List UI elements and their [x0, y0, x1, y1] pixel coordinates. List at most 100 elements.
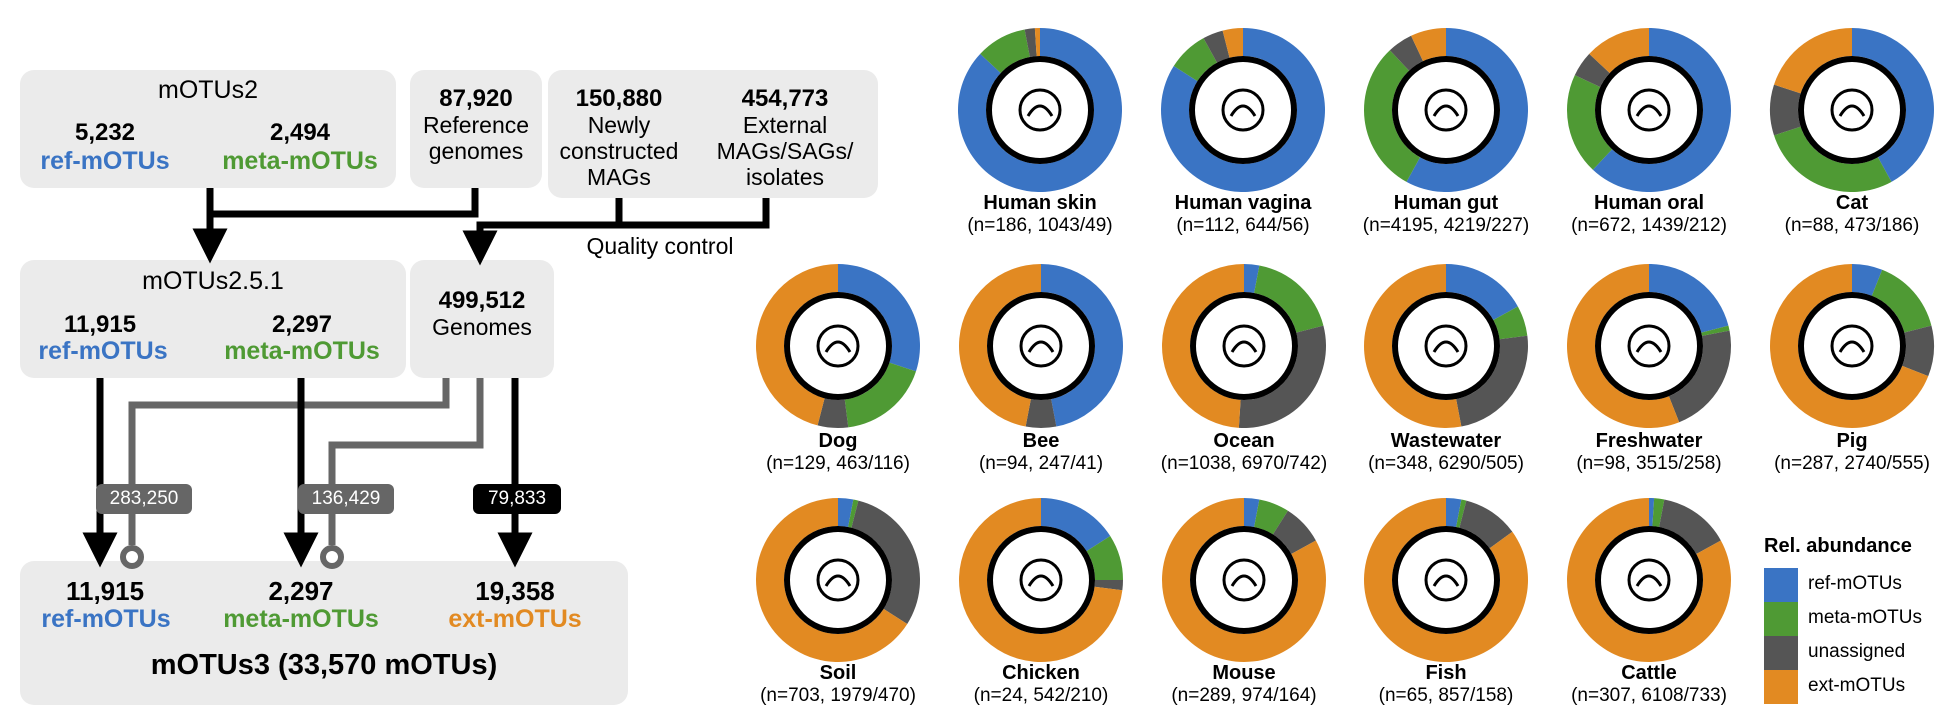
merge-connector [206, 188, 479, 218]
donut-center [1595, 56, 1703, 164]
legend-label-ref: ref-mOTUs [1808, 573, 1902, 594]
donut-slice-unassigned [1770, 84, 1801, 136]
ext-added-pill: 79,833 [473, 484, 561, 514]
chicken-icon [1019, 558, 1063, 602]
motus3-ref-count: 11,915 [65, 576, 145, 606]
donut-slice-ext-mOTUs [959, 264, 1041, 427]
newly-label-1: Newly [587, 112, 651, 138]
donut-human-skin [957, 28, 1122, 192]
newly-label-2: constructed [559, 138, 679, 164]
donut-center [784, 526, 892, 634]
donut-slice-meta-mOTUs [1774, 126, 1892, 193]
skin-icon [1018, 88, 1062, 132]
donut-slice-ext-mOTUs [1411, 28, 1446, 62]
donut-name: Chicken [1002, 662, 1080, 684]
mouse-icon [1222, 558, 1266, 602]
donut-slice-meta-mOTUs [844, 362, 916, 428]
donut-slice-ref-mOTUs [1041, 498, 1111, 552]
donut-human-gut [1364, 28, 1528, 192]
donut-center [1798, 292, 1906, 400]
donut-stats: (n=4195, 4219/227) [1362, 215, 1530, 236]
donut-slice-unassigned [1272, 510, 1316, 554]
boat-icon [1222, 324, 1266, 368]
plant-icon [816, 558, 860, 602]
donut-human-oral [1567, 28, 1731, 192]
donut-name: Cat [1835, 192, 1869, 214]
donut-stats: (n=98, 3515/258) [1576, 453, 1722, 474]
ref-link-end [120, 545, 144, 569]
donut-name: Bee [1022, 430, 1060, 452]
donut-center [1392, 526, 1500, 634]
donut-fish [1364, 498, 1528, 662]
donut-slice-meta-mOTUs [1701, 325, 1730, 336]
donut-slice-unassigned [1902, 325, 1934, 377]
donut-stats: (n=289, 974/164) [1171, 685, 1317, 706]
bee-icon [1019, 324, 1063, 368]
donut-slice-unassigned [1574, 53, 1610, 88]
motus3-meta-count: 2,297 [268, 576, 334, 606]
meta-added-pill: 136,429 [298, 484, 394, 514]
donut-slice-ref-mOTUs [1406, 28, 1528, 192]
donut-stats: (n=88, 473/186) [1784, 215, 1920, 236]
donut-slice-ext-mOTUs [1774, 27, 1852, 94]
donut-name: Human gut [1393, 192, 1499, 214]
reference-genomes-box [410, 70, 542, 188]
donut-slice-ref-mOTUs [1041, 264, 1123, 427]
donut-stats: (n=186, 1043/49) [967, 215, 1113, 236]
genomes-label: Genomes [432, 314, 532, 340]
donut-stats: (n=112, 644/56) [1176, 215, 1310, 236]
donut-stats: (n=24, 542/210) [973, 685, 1109, 706]
donut-slice-meta-mOTUs [1652, 498, 1665, 527]
motus251-box [20, 260, 406, 378]
donut-slice-ext-mOTUs [1770, 264, 1929, 428]
donut-stats: (n=94, 247/41) [978, 453, 1104, 474]
donut-slice-meta-mOTUs [1567, 75, 1613, 170]
motus2-title: mOTUs2 [158, 76, 258, 104]
pipe-icon [1424, 324, 1468, 368]
donut-slice-ext-mOTUs [1364, 498, 1528, 662]
pig-icon [1830, 324, 1874, 368]
legend-swatch-meta [1764, 602, 1798, 636]
motus3-meta-label: meta-mOTUs [223, 605, 379, 633]
donut-slice-ref-mOTUs [1244, 264, 1260, 293]
motus2-ref-label: ref-mOTUs [40, 147, 170, 175]
donut-slice-meta-mOTUs [1871, 269, 1932, 333]
donut-name: Freshwater [1595, 430, 1703, 452]
reference-label-1: Reference [422, 112, 530, 138]
donut-wastewater [1363, 264, 1528, 429]
donut-slice-unassigned [1659, 499, 1721, 554]
qc-connector [615, 198, 770, 229]
reference-label-2: genomes [428, 138, 524, 164]
donut-slice-unassigned [1456, 335, 1528, 427]
motus3-title: mOTUs3 (33,570 mOTUs) [150, 649, 498, 681]
cat-icon [1830, 88, 1874, 132]
donut-slice-meta-mOTUs [1493, 306, 1528, 340]
donut-stats: (n=65, 857/158) [1378, 685, 1514, 706]
motus2-meta-label: meta-mOTUs [222, 147, 378, 175]
newly-label-3: MAGs [587, 164, 651, 190]
donut-center [1595, 292, 1703, 400]
donut-name: Human oral [1593, 192, 1705, 214]
donut-slice-ext-mOTUs [755, 498, 908, 662]
donut-slice-ref-mOTUs [1446, 264, 1518, 320]
dog-icon [816, 324, 860, 368]
motus2-meta-count: 2,494 [269, 119, 331, 146]
donut-name: Soil [819, 662, 857, 684]
external-count: 454,773 [741, 85, 829, 112]
donut-stats: (n=348, 6290/505) [1368, 453, 1524, 474]
donut-slice-ref-mOTUs [957, 28, 1122, 192]
torso-icon [1221, 88, 1265, 132]
gut-icon [1424, 88, 1468, 132]
donut-slice-unassigned [1024, 28, 1037, 57]
donut-slice-ref-mOTUs [1244, 498, 1260, 527]
motus251-meta-count: 2,297 [271, 311, 333, 338]
donut-dog [755, 264, 920, 428]
genomes-box [410, 260, 554, 378]
donut-cat [1770, 27, 1934, 193]
reference-count: 87,920 [439, 85, 513, 112]
legend-label-meta: meta-mOTUs [1808, 607, 1922, 628]
donut-slice-unassigned [851, 500, 920, 624]
legend-label-ext: ext-mOTUs [1808, 675, 1906, 696]
